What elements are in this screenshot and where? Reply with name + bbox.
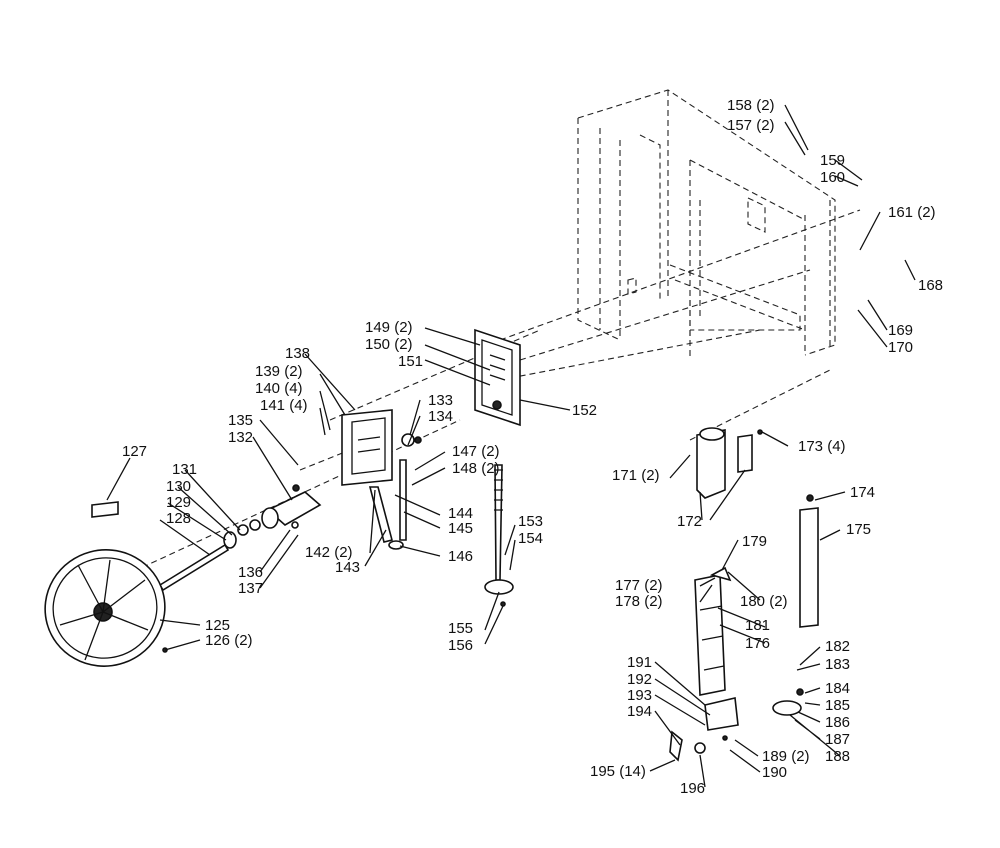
label-152: 152 <box>572 402 597 419</box>
label-168: 168 <box>918 277 943 294</box>
label-181: 181 <box>745 617 770 634</box>
tag-127 <box>91 501 119 518</box>
label-178: 178 (2) <box>615 593 663 610</box>
label-159: 159 <box>820 152 845 169</box>
rod-153 <box>484 464 514 607</box>
label-140: 140 (4) <box>255 380 303 397</box>
label-143: 143 <box>335 559 360 576</box>
label-126: 126 (2) <box>205 632 253 649</box>
label-145: 145 <box>448 520 473 537</box>
part-labels: 158 (2) 157 (2) 159 160 161 (2) 168 169 … <box>122 97 943 797</box>
label-146: 146 <box>448 548 473 565</box>
label-169: 169 <box>888 322 913 339</box>
post-176 <box>669 566 804 762</box>
label-183: 183 <box>825 656 850 673</box>
label-147: 147 (2) <box>452 443 500 460</box>
label-188: 188 <box>825 748 850 765</box>
label-151: 151 <box>398 353 423 370</box>
label-173: 173 (4) <box>798 438 846 455</box>
label-144: 144 <box>448 505 473 522</box>
label-185: 185 <box>825 697 850 714</box>
label-136: 136 <box>238 564 263 581</box>
label-192: 192 <box>627 671 652 688</box>
label-176: 176 <box>745 635 770 652</box>
label-160: 160 <box>820 169 845 186</box>
label-186: 186 <box>825 714 850 731</box>
label-156: 156 <box>448 637 473 654</box>
leader-lines <box>106 104 916 788</box>
label-195: 195 (14) <box>590 763 646 780</box>
guard-171 <box>696 427 763 499</box>
guide-bracket-138 <box>341 409 422 550</box>
label-148: 148 (2) <box>452 460 500 477</box>
label-174: 174 <box>850 484 875 501</box>
label-128: 128 <box>166 510 191 527</box>
label-180: 180 (2) <box>740 593 788 610</box>
label-149: 149 (2) <box>365 319 413 336</box>
label-155: 155 <box>448 620 473 637</box>
label-139: 139 (2) <box>255 363 303 380</box>
label-179: 179 <box>742 533 767 550</box>
axle-128 <box>158 543 230 592</box>
label-177: 177 (2) <box>615 577 663 594</box>
label-142: 142 (2) <box>305 544 353 561</box>
label-138: 138 <box>285 345 310 362</box>
label-170: 170 <box>888 339 913 356</box>
label-190: 190 <box>762 764 787 781</box>
plate-152 <box>474 328 521 427</box>
label-135: 135 <box>228 412 253 429</box>
label-175: 175 <box>846 521 871 538</box>
label-131: 131 <box>172 461 197 478</box>
shaft-housing-132 <box>223 484 322 549</box>
label-171: 171 (2) <box>612 467 660 484</box>
label-194: 194 <box>627 703 652 720</box>
cabinet-frame <box>577 89 836 360</box>
label-153: 153 <box>518 513 543 530</box>
label-154: 154 <box>518 530 543 547</box>
wheel-125 <box>44 549 168 667</box>
label-134: 134 <box>428 408 453 425</box>
label-132: 132 <box>228 429 253 446</box>
label-189: 189 (2) <box>762 748 810 765</box>
label-191: 191 <box>627 654 652 671</box>
label-127: 127 <box>122 443 147 460</box>
label-133: 133 <box>428 392 453 409</box>
label-130: 130 <box>166 478 191 495</box>
label-157: 157 (2) <box>727 117 775 134</box>
label-196: 196 <box>680 780 705 797</box>
label-187: 187 <box>825 731 850 748</box>
label-125: 125 <box>205 617 230 634</box>
label-184: 184 <box>825 680 850 697</box>
label-158: 158 (2) <box>727 97 775 114</box>
bar-175 <box>799 494 819 628</box>
label-161: 161 (2) <box>888 204 936 221</box>
label-172: 172 <box>677 513 702 530</box>
label-193: 193 <box>627 687 652 704</box>
label-182: 182 <box>825 638 850 655</box>
label-150: 150 (2) <box>365 336 413 353</box>
label-141: 141 (4) <box>260 397 308 414</box>
label-129: 129 <box>166 494 191 511</box>
label-137: 137 <box>238 580 263 597</box>
